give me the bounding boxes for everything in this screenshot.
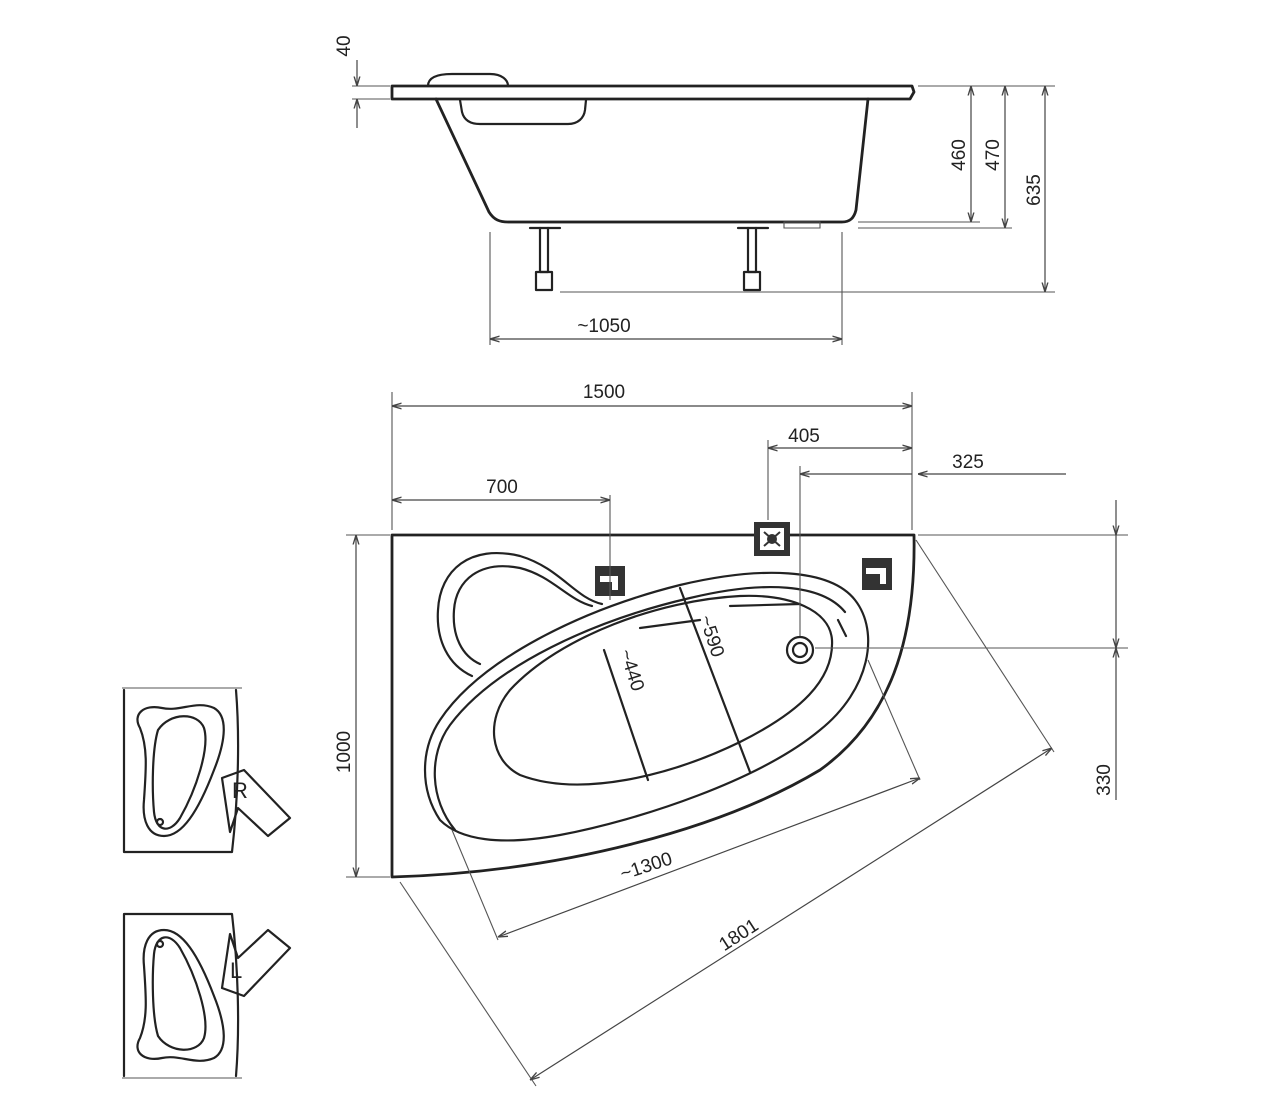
plan-view	[346, 392, 1128, 1087]
dim-tap-offset: 700	[486, 477, 518, 498]
dim-overflow-offset: 325	[952, 452, 984, 473]
tap-icon-right	[862, 558, 892, 590]
dim-total-height: 635	[1024, 174, 1045, 206]
dim-side-offset: 330	[1094, 764, 1115, 796]
dim-rim-thickness: 40	[334, 35, 355, 56]
dim-inner-width-2: ~590	[695, 613, 728, 660]
dim-waste-offset: 405	[788, 426, 820, 447]
dim-length: 1500	[583, 382, 625, 403]
dim-depth-inner: 460	[949, 139, 970, 171]
left-version-thumbnail	[122, 912, 292, 1079]
dim-diagonal: 1801	[716, 915, 763, 956]
dim-basin-length: ~1300	[618, 849, 675, 885]
left-version-label: L	[230, 958, 242, 983]
right-version-label: R	[232, 778, 248, 803]
leg-left	[528, 226, 562, 292]
leg-right	[736, 226, 770, 292]
dim-depth-outer: 470	[983, 139, 1004, 171]
waste-icon	[754, 522, 790, 556]
side-elevation-view	[352, 60, 1055, 345]
right-version-thumbnail	[122, 687, 292, 854]
dim-width: 1000	[334, 731, 355, 773]
dim-leg-span: ~1050	[577, 316, 630, 337]
dim-inner-width-1: ~440	[615, 647, 648, 694]
